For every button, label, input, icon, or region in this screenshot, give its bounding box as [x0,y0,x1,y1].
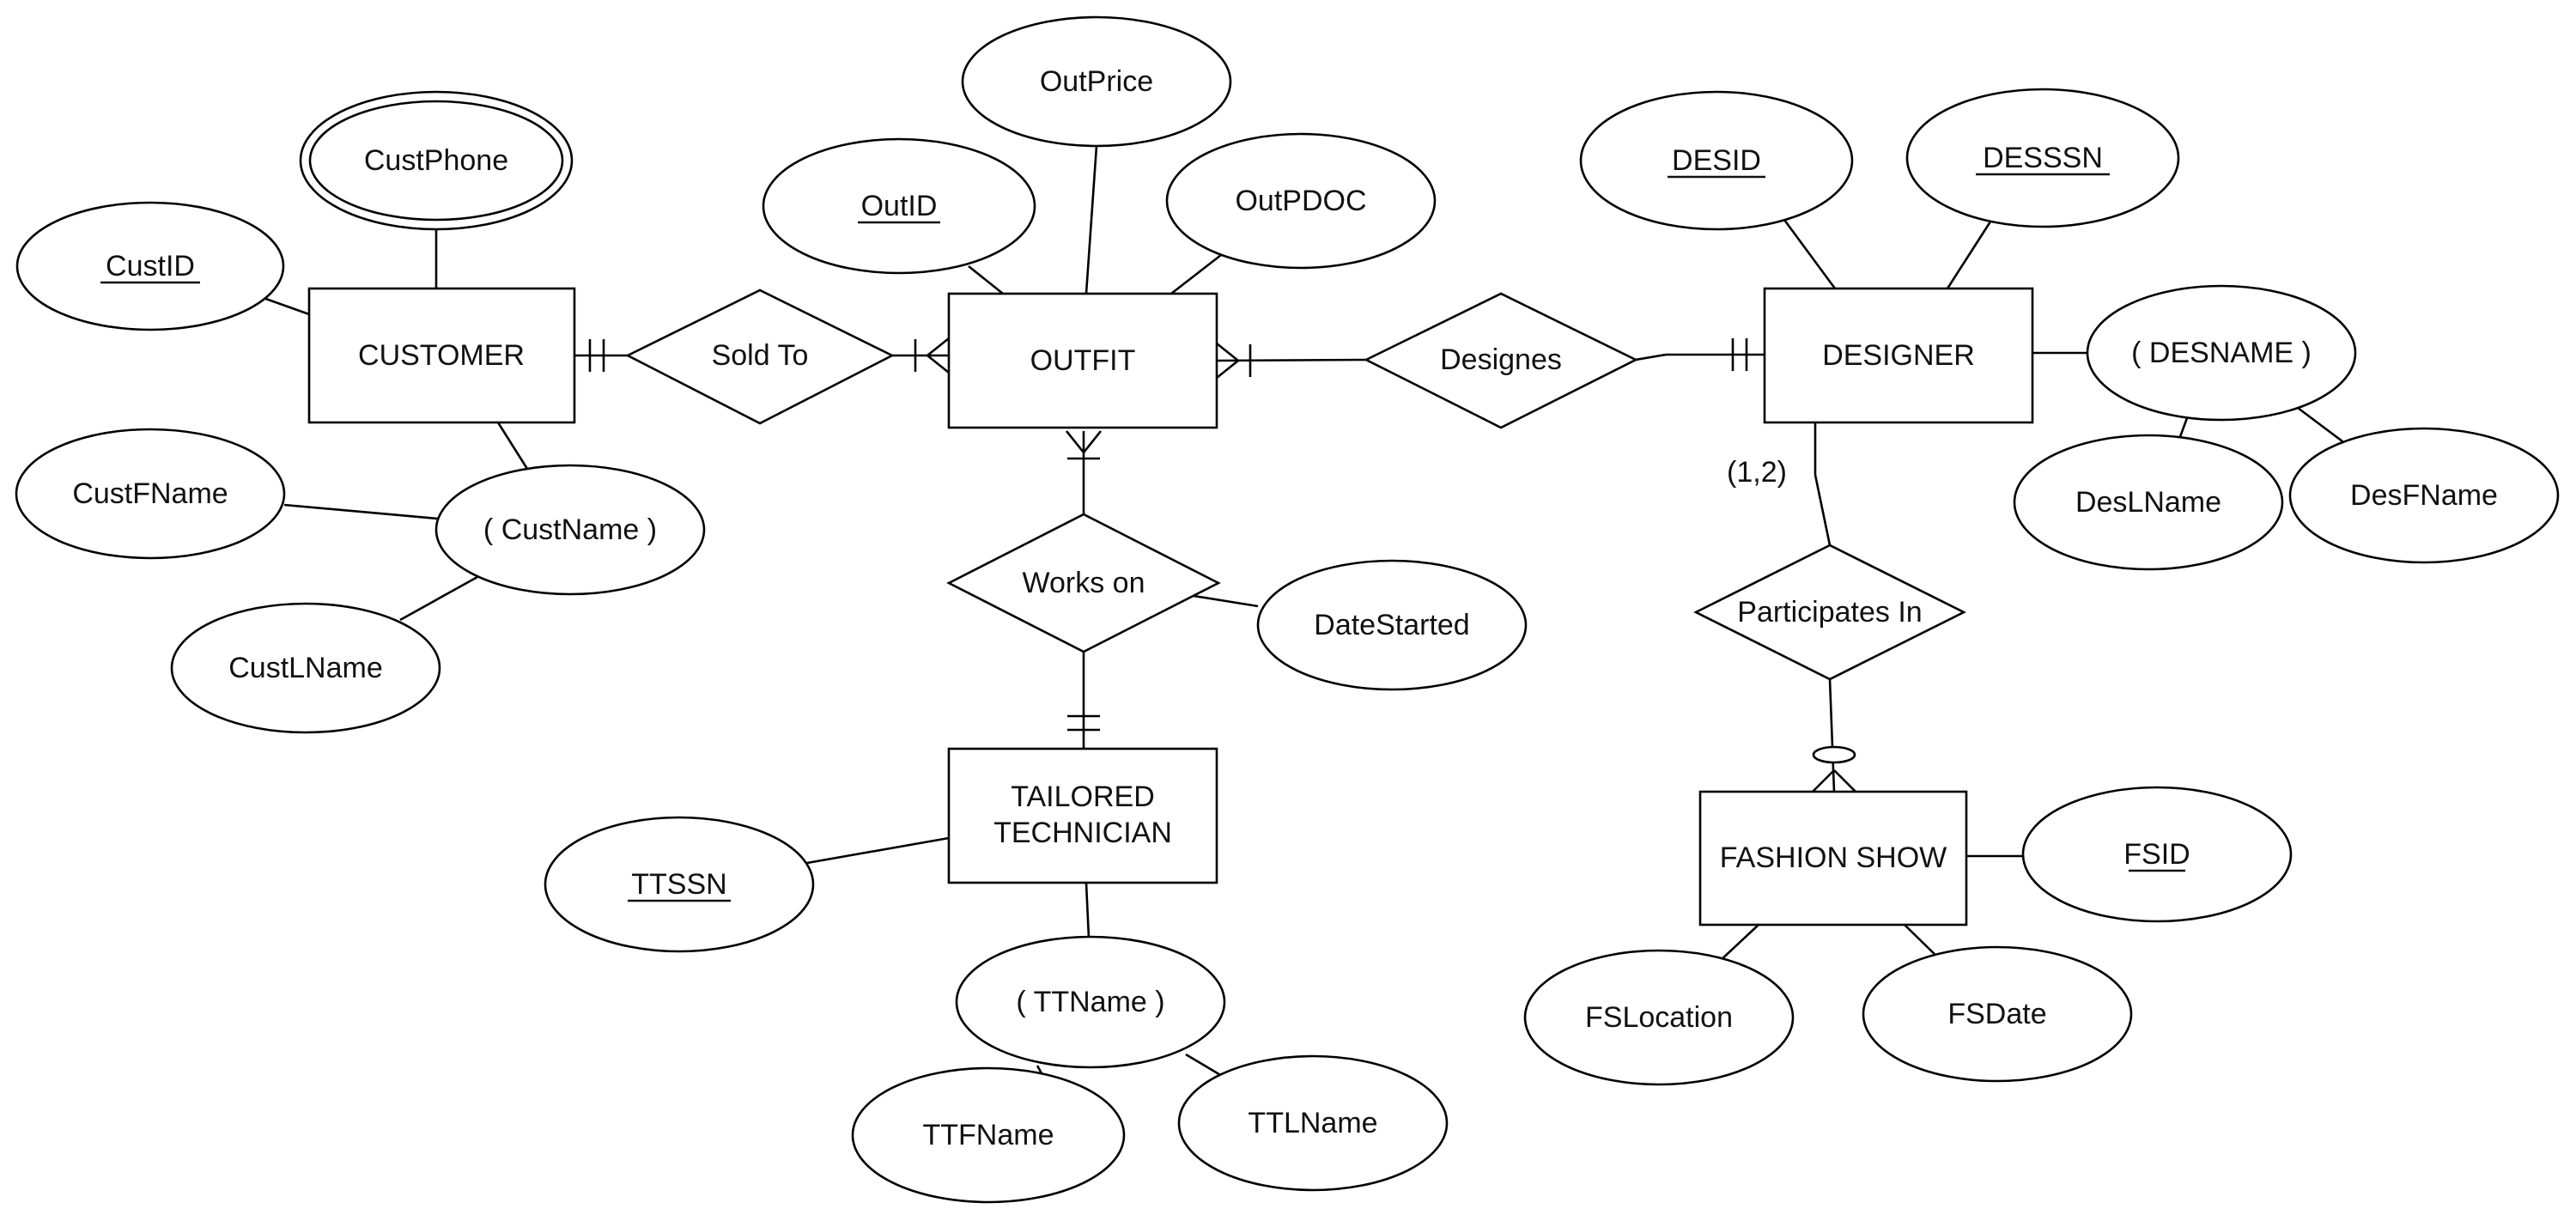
line-custfname-custname [283,503,439,520]
line-desssn-designer [1946,218,1994,289]
attribute-outid-label: OutID [861,190,938,222]
attribute-ttname[interactable]: ( TTName ) [955,935,1226,1069]
attribute-custlname[interactable]: CustLName [170,602,441,734]
attribute-desname[interactable]: ( DESNAME ) [2086,284,2357,422]
attribute-custphone-label: CustPhone [364,144,508,177]
attribute-custfname[interactable]: CustFName [15,428,286,560]
line-fashionshow-fslocation [1718,924,1759,963]
line-technician-ttname [1084,882,1091,939]
attribute-ttfname-label: TTFName [923,1119,1054,1151]
line-outid-outfit [968,264,1004,295]
line-outprice-outfit [1084,145,1098,295]
line-ttssn-technician [806,836,950,865]
line-desname-desfname [2297,406,2343,443]
line-custid-customer [260,295,310,316]
cardinality-note: (1,2) [1727,456,1787,489]
entity-tailored-technician-line-1: TAILORED [1011,781,1155,813]
crowfoot-outfit-designes-b [1216,359,1239,380]
entity-designer[interactable]: DESIGNER [1763,287,2034,424]
cardinality-markers [588,337,1856,793]
attribute-custname-label: ( CustName ) [483,513,657,546]
entity-customer[interactable]: CUSTOMER [307,287,576,424]
line-ttname-ttlname [1185,1053,1223,1078]
line-desid-designer [1783,219,1837,289]
attribute-outid[interactable]: OutID [762,137,1036,275]
line-designes-designer [1635,353,1667,361]
line-outpdoc-outfit [1170,253,1222,295]
attribute-ttfname[interactable]: TTFName [851,1066,1126,1204]
crowfoot-outfit-soldto-a [927,337,950,357]
relationship-sold-to[interactable]: Sold To [625,289,895,425]
attribute-fslocation-label: FSLocation [1585,1001,1733,1034]
attribute-custlname-label: CustLName [228,652,383,684]
crowfoot-fashionshow-b [1833,769,1856,793]
attribute-outpdoc[interactable]: OutPDOC [1165,132,1437,270]
attribute-custid[interactable]: CustID [15,201,285,331]
attribute-outprice[interactable]: OutPrice [961,15,1232,148]
crowfoot-outfit-designes-a [1216,342,1239,362]
crowfoot-outfit-soldto-b [927,354,950,374]
entity-customer-label: CUSTOMER [358,339,525,372]
relationship-participates-in[interactable]: Participates In [1693,544,1966,681]
attribute-desid[interactable]: DESID [1579,90,1854,231]
line-workson-datestarted [1193,594,1259,608]
attribute-ttname-label: ( TTName ) [1016,986,1164,1018]
attribute-ttlname-label: TTLName [1248,1107,1377,1139]
attribute-fsdate-label: FSDate [1947,998,2046,1030]
entity-fashion-show[interactable]: FASHION SHOW [1698,790,1968,926]
attribute-desssn[interactable]: DESSSN [1905,88,2180,228]
entity-fashion-show-label: FASHION SHOW [1720,841,1947,874]
attribute-custid-label: CustID [106,250,195,282]
attribute-datestarted[interactable]: DateStarted [1256,559,1528,691]
line-customer-custname [496,422,529,470]
attribute-ttssn[interactable]: TTSSN [544,816,815,953]
attribute-deslname-label: DesLName [2075,486,2221,519]
relationship-sold-to-label: Sold To [712,339,809,372]
attribute-fsid[interactable]: FSID [2021,786,2293,923]
crowfoot-fashionshow-a [1812,769,1835,793]
connector-lines [260,145,2343,1078]
line-outfit-designes [1216,358,1367,362]
attribute-fsdate[interactable]: FSDate [1862,945,2133,1083]
attribute-desname-label: ( DESNAME ) [2131,337,2312,369]
relationship-designes[interactable]: Designes [1364,292,1638,429]
relationship-participates-in-label: Participates In [1737,596,1922,629]
entity-outfit-label: OUTFIT [1030,344,1136,377]
entity-tailored-technician[interactable]: TAILORED TECHNICIAN [947,747,1218,884]
crowfoot-outfit-workson-a [1065,430,1085,453]
crowfoot-outfit-workson-b [1082,430,1103,453]
entity-outfit[interactable]: OUTFIT [947,292,1218,429]
attribute-custfname-label: CustFName [72,477,228,510]
relationship-works-on-label: Works on [1023,567,1145,599]
attribute-desid-label: DESID [1672,144,1761,177]
attribute-fslocation[interactable]: FSLocation [1523,949,1795,1086]
line-designer-participates-b [1814,474,1832,546]
attribute-deslname[interactable]: DesLName [2013,434,2284,571]
entity-designer-label: DESIGNER [1822,339,1975,372]
attribute-datestarted-label: DateStarted [1314,609,1469,641]
attribute-custphone[interactable]: CustPhone [299,90,574,231]
line-ttname-ttfname [1036,1065,1043,1074]
attribute-ttssn-label: TTSSN [631,868,726,901]
attribute-fsid-label: FSID [2123,838,2190,871]
attribute-desfname-label: DesFName [2350,479,2498,512]
relationship-works-on[interactable]: Works on [946,513,1221,653]
entity-tailored-technician-line-2: TECHNICIAN [993,817,1172,849]
attribute-outprice-label: OutPrice [1040,65,1153,98]
line-participates-fashionshow [1828,678,1836,793]
attribute-ttlname[interactable]: TTLName [1177,1054,1449,1192]
attribute-desfname[interactable]: DesFName [2288,427,2560,564]
line-custlname-custname [399,575,478,622]
attribute-custname[interactable]: ( CustName ) [434,464,706,596]
relationship-designes-label: Designes [1440,343,1562,376]
attribute-desssn-label: DESSSN [1983,142,2103,174]
attribute-outpdoc-label: OutPDOC [1235,185,1366,217]
optional-circle-fashionshow [1812,745,1856,764]
